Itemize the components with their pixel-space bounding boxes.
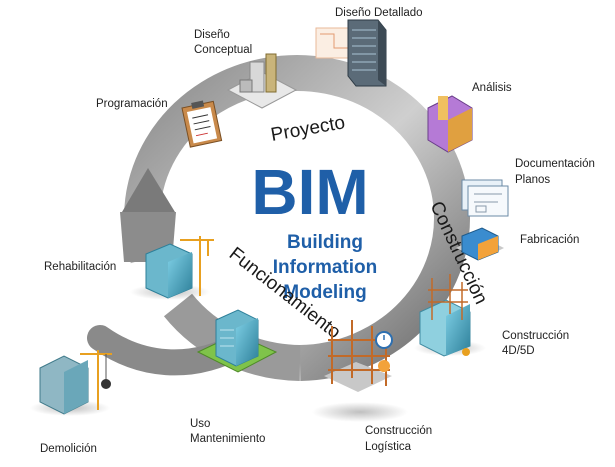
wrecking-crane-icon: [80, 350, 112, 410]
label-documentacion-2: Planos: [515, 174, 550, 186]
fabrication-module-icon: [456, 227, 504, 261]
label-construccion-4d-1: Construcción: [502, 330, 569, 342]
demolition-building-icon: [30, 350, 112, 416]
label-diseno-detallado: Diseño Detallado: [335, 7, 423, 19]
construction-4d5d-icon: [414, 274, 486, 357]
clipboard-icon: [181, 100, 223, 148]
label-diseno-conceptual-1: Diseño: [194, 29, 230, 41]
ring-arrow-head: [122, 168, 175, 212]
bim-line-modeling: Modeling: [283, 282, 366, 303]
crane-icon: [180, 236, 214, 296]
use-maintenance-building-icon: [196, 309, 278, 373]
label-construccion-4d-2: 4D/5D: [502, 345, 535, 357]
label-construccion-logistica-2: Logística: [365, 441, 412, 453]
detailed-design-tower-icon: [315, 19, 387, 87]
label-programacion: Programación: [96, 98, 168, 110]
construction-logistics-icon: [312, 320, 408, 422]
label-construccion-logistica-1: Construcción: [365, 425, 432, 437]
label-analisis: Análisis: [472, 82, 512, 94]
wrecking-ball-icon: [101, 379, 111, 389]
label-fabricacion: Fabricación: [520, 234, 579, 246]
coin-icon: [378, 360, 390, 372]
label-diseno-conceptual-2: Conceptual: [194, 44, 252, 56]
phase-proyecto: Proyecto: [269, 112, 346, 146]
label-uso-2: Mantenimiento: [190, 433, 265, 445]
label-demolicion: Demolición: [40, 443, 97, 455]
analysis-building-icon: [427, 95, 473, 153]
label-documentacion-1: Documentación: [515, 158, 595, 170]
bim-acronym: BIM: [251, 156, 368, 228]
label-uso-1: Uso: [190, 418, 210, 430]
bim-line-information: Information: [273, 257, 378, 278]
center-title: BIM Building Information Modeling: [251, 156, 377, 303]
label-rehabilitacion: Rehabilitación: [44, 261, 116, 273]
concept-model-icon: [226, 53, 298, 109]
rehabilitation-building-icon: [130, 236, 214, 300]
documentation-sheets-icon: [461, 179, 509, 217]
bim-line-building: Building: [287, 232, 363, 253]
